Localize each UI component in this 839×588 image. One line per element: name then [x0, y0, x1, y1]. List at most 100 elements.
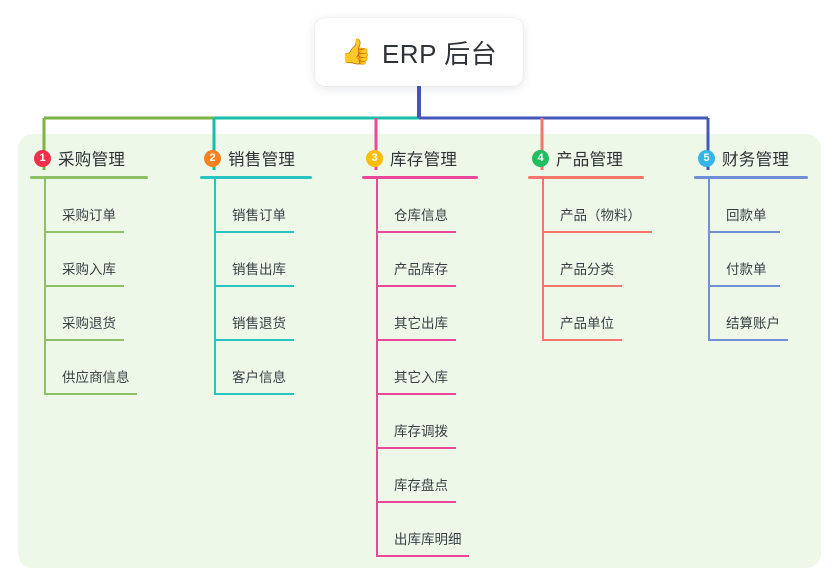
- leaf-underline: [376, 393, 456, 395]
- branch-leaf-list: 销售订单销售出库销售退货客户信息: [200, 179, 360, 395]
- leaf-underline: [376, 231, 456, 233]
- leaf-underline: [44, 339, 124, 341]
- leaf-label: 产品（物料）: [560, 208, 641, 223]
- branch-number-badge: 4: [532, 149, 549, 167]
- branch-number-badge: 1: [34, 149, 51, 167]
- leaf-underline: [542, 231, 652, 233]
- branch-header-underline: [30, 176, 148, 179]
- leaf-underline: [214, 393, 294, 395]
- leaf-underline: [44, 393, 137, 395]
- leaf-item[interactable]: 付款单: [708, 233, 834, 287]
- branch-spine: [44, 179, 46, 395]
- leaf-item[interactable]: 供应商信息: [44, 341, 190, 395]
- leaf-underline: [214, 285, 294, 287]
- leaf-item[interactable]: 出库库明细: [376, 503, 527, 557]
- branch-leaf-list: 回款单付款单结算账户: [694, 179, 834, 341]
- branch-column-1: 1 采购管理采购订单采购入库采购退货供应商信息: [30, 146, 190, 395]
- leaf-item[interactable]: 产品（物料）: [542, 179, 693, 233]
- leaf-item[interactable]: 采购订单: [44, 179, 190, 233]
- leaf-item[interactable]: 回款单: [708, 179, 834, 233]
- branch-header-underline: [200, 176, 312, 179]
- branch-number-badge: 5: [698, 149, 715, 167]
- leaf-label: 库存调拨: [394, 424, 448, 439]
- leaf-label: 付款单: [726, 262, 767, 277]
- branch-title: 采购管理: [58, 151, 126, 169]
- leaf-item[interactable]: 其它入库: [376, 341, 527, 395]
- leaf-underline: [708, 285, 780, 287]
- leaf-item[interactable]: 销售出库: [214, 233, 360, 287]
- leaf-label: 采购订单: [62, 208, 116, 223]
- branch-title: 财务管理: [722, 151, 790, 169]
- branches-panel: [18, 134, 821, 568]
- thumbs-up-icon: 👍: [340, 37, 372, 66]
- leaf-underline: [376, 501, 456, 503]
- leaf-underline: [214, 231, 294, 233]
- leaf-underline: [542, 285, 622, 287]
- leaf-underline: [542, 339, 622, 341]
- leaf-label: 结算账户: [726, 316, 780, 331]
- leaf-label: 产品库存: [394, 262, 448, 277]
- leaf-item[interactable]: 产品单位: [542, 287, 693, 341]
- root-node[interactable]: 👍 ERP 后台: [315, 18, 523, 86]
- leaf-label: 销售退货: [232, 316, 286, 331]
- leaf-label: 产品分类: [560, 262, 614, 277]
- leaf-label: 采购退货: [62, 316, 116, 331]
- root-node-title: ERP 后台: [381, 38, 498, 69]
- leaf-item[interactable]: 产品库存: [376, 233, 527, 287]
- branch-title: 产品管理: [556, 151, 624, 169]
- leaf-underline: [214, 339, 294, 341]
- branch-header-3[interactable]: 3 库存管理: [362, 146, 527, 170]
- branch-number-badge: 3: [366, 149, 383, 167]
- branch-header-2[interactable]: 2 销售管理: [200, 146, 360, 170]
- branch-header-4[interactable]: 4 产品管理: [528, 146, 693, 170]
- leaf-underline: [44, 231, 124, 233]
- branch-spine: [708, 179, 710, 341]
- branch-title: 库存管理: [390, 151, 458, 169]
- branch-header-underline: [528, 176, 644, 179]
- leaf-item[interactable]: 产品分类: [542, 233, 693, 287]
- branch-header-underline: [362, 176, 478, 179]
- leaf-label: 采购入库: [62, 262, 116, 277]
- leaf-underline: [376, 339, 456, 341]
- leaf-label: 仓库信息: [394, 208, 448, 223]
- branch-column-3: 3 库存管理仓库信息产品库存其它出库其它入库库存调拨库存盘点出库库明细: [362, 146, 527, 557]
- leaf-label: 产品单位: [560, 316, 614, 331]
- leaf-item[interactable]: 仓库信息: [376, 179, 527, 233]
- leaf-item[interactable]: 客户信息: [214, 341, 360, 395]
- leaf-item[interactable]: 销售退货: [214, 287, 360, 341]
- branch-header-1[interactable]: 1 采购管理: [30, 146, 190, 170]
- leaf-label: 其它出库: [394, 316, 448, 331]
- leaf-label: 销售出库: [232, 262, 286, 277]
- leaf-item[interactable]: 采购入库: [44, 233, 190, 287]
- leaf-item[interactable]: 结算账户: [708, 287, 834, 341]
- branch-spine: [376, 179, 378, 557]
- branch-leaf-list: 仓库信息产品库存其它出库其它入库库存调拨库存盘点出库库明细: [362, 179, 527, 557]
- branch-title: 销售管理: [228, 151, 296, 169]
- leaf-underline: [376, 285, 456, 287]
- leaf-underline: [376, 447, 456, 449]
- leaf-item[interactable]: 采购退货: [44, 287, 190, 341]
- leaf-item[interactable]: 库存盘点: [376, 449, 527, 503]
- leaf-item[interactable]: 其它出库: [376, 287, 527, 341]
- leaf-label: 库存盘点: [394, 478, 448, 493]
- leaf-underline: [44, 285, 124, 287]
- leaf-label: 销售订单: [232, 208, 286, 223]
- leaf-label: 其它入库: [394, 370, 448, 385]
- branch-column-5: 5 财务管理回款单付款单结算账户: [694, 146, 834, 341]
- leaf-label: 供应商信息: [62, 370, 130, 385]
- branch-spine: [214, 179, 216, 395]
- branch-spine: [542, 179, 544, 341]
- branch-column-4: 4 产品管理产品（物料） 产品分类产品单位: [528, 146, 693, 341]
- branch-number-badge: 2: [204, 149, 221, 167]
- branch-header-5[interactable]: 5 财务管理: [694, 146, 834, 170]
- leaf-underline: [708, 339, 788, 341]
- leaf-underline: [708, 231, 780, 233]
- branch-column-2: 2 销售管理销售订单销售出库销售退货客户信息: [200, 146, 360, 395]
- leaf-label: 回款单: [726, 208, 767, 223]
- leaf-item[interactable]: 销售订单: [214, 179, 360, 233]
- branch-header-underline: [694, 176, 808, 179]
- leaf-label: 出库库明细: [394, 532, 462, 547]
- leaf-item[interactable]: 库存调拨: [376, 395, 527, 449]
- branch-leaf-list: 产品（物料） 产品分类产品单位: [528, 179, 693, 341]
